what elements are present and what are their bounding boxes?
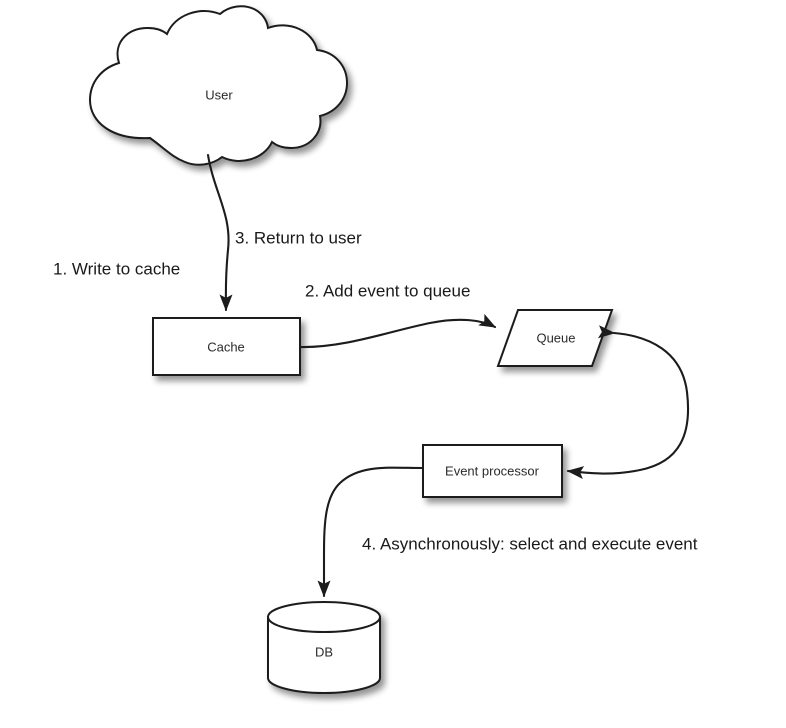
node-event-processor[interactable]: Event processor [422,444,563,498]
node-user[interactable]: User [88,5,349,166]
node-db[interactable]: DB [267,601,381,695]
node-db-label: DB [315,644,333,659]
edge-async-select-execute[interactable] [317,466,425,598]
node-user-label: User [205,87,233,102]
edge-label-write-to-cache: 1. Write to cache [53,259,180,278]
node-cache-label: Cache [207,339,245,354]
node-queue[interactable]: Queue [496,309,614,367]
edge-label-return-to-user: 3. Return to user [235,228,362,247]
edge-label-add-event-to-queue: 2. Add event to queue [305,281,470,300]
node-queue-label: Queue [536,330,575,345]
edge-queue-processor-loop[interactable] [566,325,690,480]
node-cache[interactable]: Cache [152,317,301,376]
edge-write-to-cache[interactable] [206,153,233,312]
edge-label-async-select-execute: 4. Asynchronously: select and execute ev… [362,534,698,553]
edge-add-event-to-queue[interactable] [298,313,497,349]
node-event-processor-label: Event processor [445,463,540,478]
